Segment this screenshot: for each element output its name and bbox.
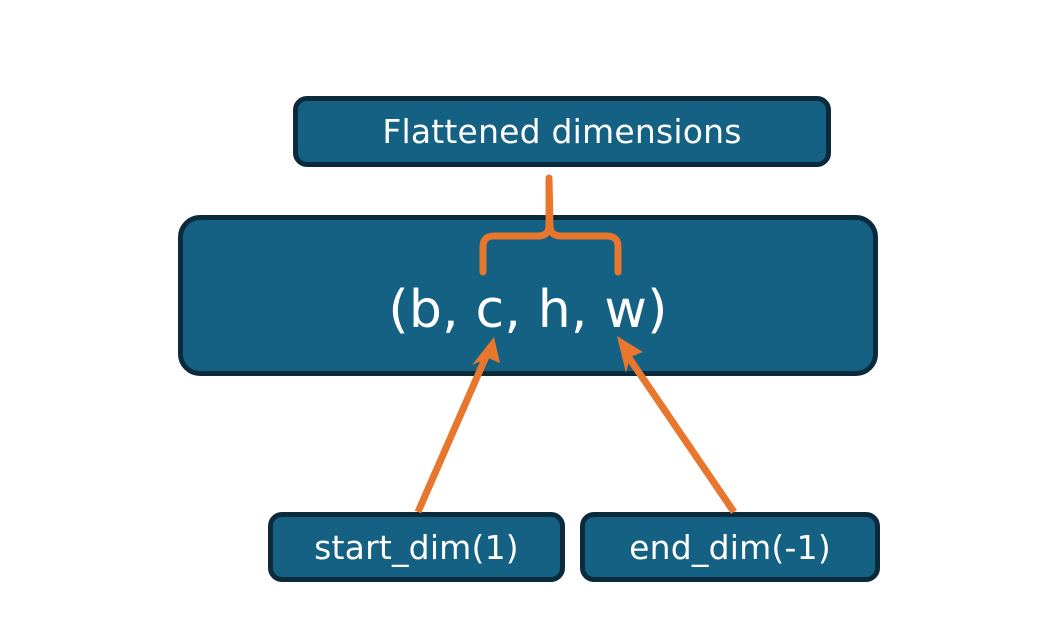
end-dim-box: end_dim(-1) — [580, 512, 880, 582]
tensor-shape-box: (b, c, h, w) — [178, 215, 878, 376]
flattened-dimensions-box: Flattened dimensions — [293, 96, 831, 167]
flattened-dimensions-label: Flattened dimensions — [382, 112, 742, 151]
end-dim-label: end_dim(-1) — [629, 527, 831, 567]
start-dim-box: start_dim(1) — [268, 512, 565, 582]
tensor-shape-label: (b, c, h, w) — [388, 279, 668, 340]
start-dim-label: start_dim(1) — [314, 527, 519, 567]
